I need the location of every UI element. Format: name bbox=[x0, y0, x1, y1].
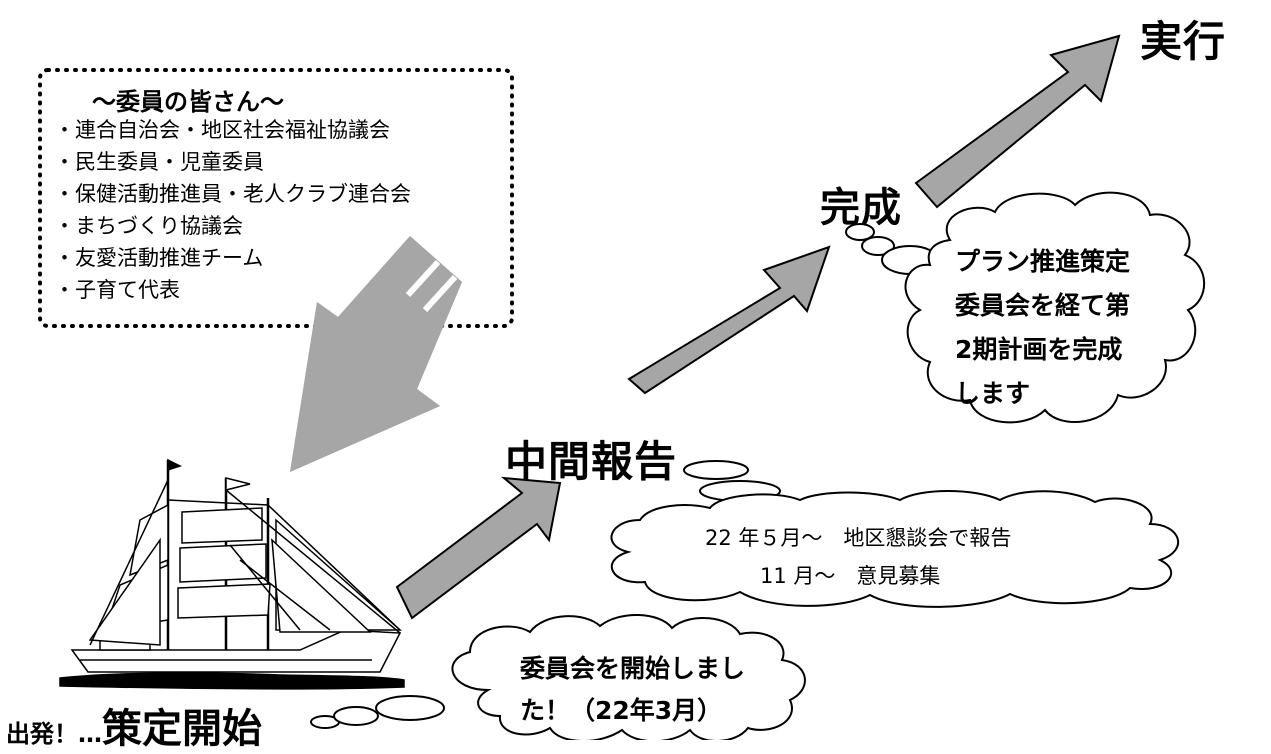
start-main: 策定開始 bbox=[102, 706, 262, 752]
stage-complete-label: 完成 bbox=[820, 185, 902, 231]
members-list-item: ・まちづくり協議会 bbox=[54, 214, 243, 238]
start-cloud-text: 委員会を開始しまし た！（22年3月） bbox=[520, 648, 745, 732]
members-dotted-box bbox=[38, 68, 514, 328]
complete-cloud-line: 委員会を経て第 bbox=[955, 291, 1131, 320]
sailing-ship-illustration bbox=[59, 458, 405, 690]
members-list-item: ・民生委員・児童委員 bbox=[54, 150, 264, 174]
start-cloud bbox=[310, 614, 806, 740]
complete-to-execute-arrow bbox=[914, 34, 1121, 209]
members-list-item: ・連合自治会・地区社会福祉協議会 bbox=[54, 118, 390, 142]
members-list-item: ・子育て代表 bbox=[54, 278, 180, 302]
start-cloud-line2: た！（22年3月） bbox=[520, 696, 723, 725]
complete-cloud-line: します bbox=[955, 379, 1031, 408]
stage-interim-label: 中間報告 bbox=[505, 437, 678, 486]
interim-cloud-line1: 22 年５月～ 地区懇談会で報告 bbox=[705, 526, 1012, 550]
members-to-ship-arrow bbox=[290, 236, 462, 472]
start-cloud-line1: 委員会を開始しまし bbox=[520, 654, 746, 683]
complete-cloud bbox=[845, 191, 1206, 424]
stage-execute-label: 実行 bbox=[1140, 17, 1227, 66]
start-to-interim-arrow bbox=[395, 476, 562, 620]
interim-cloud bbox=[610, 460, 1180, 608]
stage-start-label: 出発！…策定開始 bbox=[6, 696, 262, 754]
interim-cloud-line2: 11 月～ 意見募集 bbox=[760, 564, 941, 588]
members-list-item: ・保健活動推進員・老人クラブ連合会 bbox=[54, 182, 411, 206]
complete-cloud-line: 2期計画を完成 bbox=[955, 335, 1123, 364]
complete-cloud-line: プラン推進策定 bbox=[955, 247, 1131, 276]
members-list-item: ・友愛活動推進チーム bbox=[54, 246, 264, 270]
members-title: ～委員の皆さん～ bbox=[92, 88, 284, 116]
start-prefix: 出発！… bbox=[6, 720, 102, 748]
members-list: ・連合自治会・地区社会福祉協議会 ・民生委員・児童委員 ・保健活動推進員・老人ク… bbox=[54, 114, 411, 306]
complete-cloud-text: プラン推進策定 委員会を経て第 2期計画を完成 します bbox=[955, 240, 1130, 416]
interim-to-complete-arrow bbox=[627, 245, 831, 395]
